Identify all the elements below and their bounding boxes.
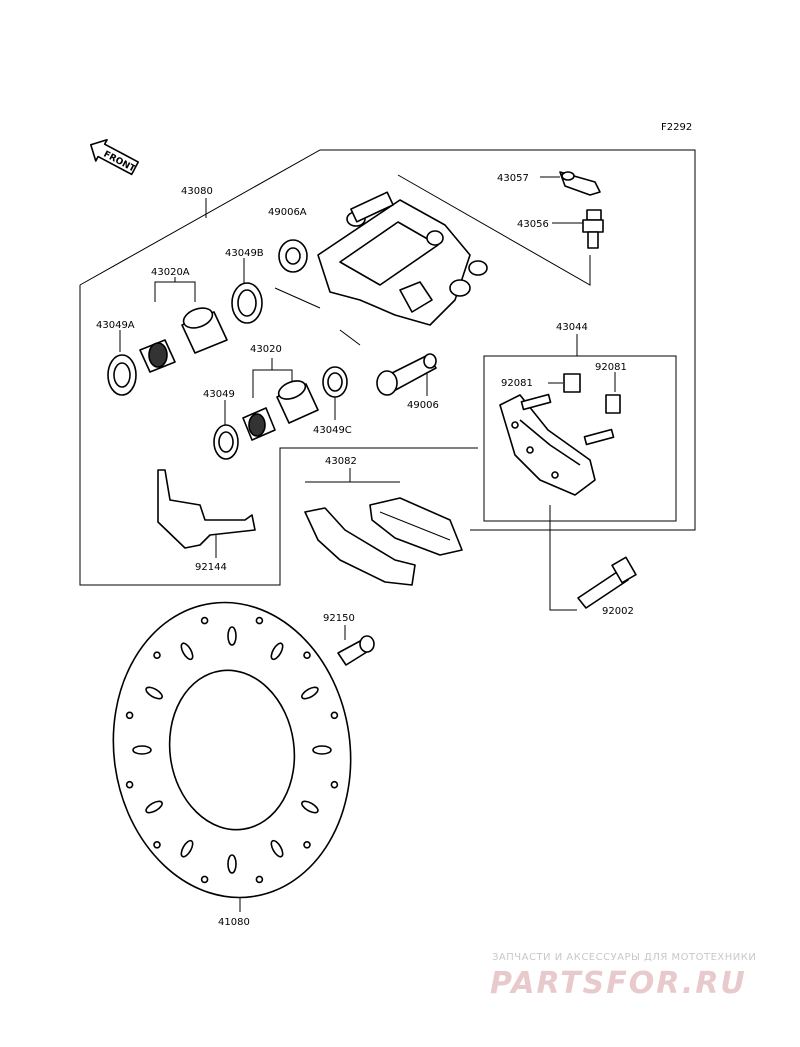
label-43080: 43080 [181,186,213,197]
label-92144: 92144 [195,562,227,573]
label-43020: 43020 [250,344,282,355]
leader-lines [119,174,616,912]
seal-43049a [107,354,137,396]
disc-hole [270,642,284,661]
bolt-92002 [577,556,637,609]
caliper-body [317,191,488,326]
bleed-valve-43056 [582,209,604,249]
disc-dot [330,711,339,720]
label-43044: 43044 [556,322,588,333]
disc-hole [301,800,319,814]
figure-code: F2292 [661,122,692,133]
disc-hole [145,800,163,814]
disc-dot [255,616,264,625]
brake-pads-43082 [304,497,463,586]
label-92081-left: 92081 [501,378,533,389]
label-92081-right: 92081 [595,362,627,373]
disc-hole [227,626,237,646]
disc-hole [301,686,319,700]
disc-dot [200,875,209,884]
front-arrow-icon: FRONT [90,138,140,176]
watermark-tagline: ЗАПЧАСТИ И АКСЕССУАРЫ ДЛЯ МОТОТЕХНИКИ [492,952,756,963]
disc-hole [270,839,284,858]
label-43049b: 43049B [225,248,264,259]
cap-43057 [559,171,601,196]
label-43020a: 43020A [151,267,190,278]
seal-43049b [231,282,263,324]
disc-hole [227,854,237,874]
label-43049: 43049 [203,389,235,400]
disc-dot [303,840,311,849]
disc-dot [200,616,209,625]
disc-dot [153,651,161,660]
brake-disc-41080 [112,601,352,899]
disc-dot [153,840,161,849]
seal-43049c [322,366,348,398]
clip-92081-left [563,373,581,393]
disc-dot [330,780,339,789]
disc-hole [312,745,332,755]
disc-hole [180,839,194,858]
spring-plate-92144 [157,469,256,549]
piston-43020a [139,307,228,373]
assembly-outline-lower [79,285,478,586]
seal-43049 [213,424,239,460]
label-41080: 41080 [218,917,250,928]
pin-49006a [278,239,308,273]
label-49006a: 49006A [268,207,307,218]
label-49006: 49006 [407,400,439,411]
disc-hole [180,642,194,661]
bolt-92150 [337,635,375,666]
label-43056: 43056 [517,219,549,230]
disc-dot [303,651,311,660]
watermark-brand: PARTSFOR.RU [490,966,747,1001]
piston-43020 [242,380,319,441]
disc-dot [125,780,134,789]
label-43082: 43082 [325,456,357,467]
bracket-box-43044 [483,355,677,522]
label-92002: 92002 [602,606,634,617]
label-43049c: 43049C [313,425,352,436]
bracket-43044 [499,393,615,496]
disc-hole [145,686,163,700]
disc-dot [125,711,134,720]
label-43049a: 43049A [96,320,135,331]
disc-hole [132,745,152,755]
disc-vent-holes [125,616,339,884]
label-92150: 92150 [323,613,355,624]
assembly-outline-43080 [79,149,696,531]
label-43057: 43057 [497,173,529,184]
pin-49006 [376,353,437,396]
clip-92081-right [605,394,621,414]
disc-dot [255,875,264,884]
